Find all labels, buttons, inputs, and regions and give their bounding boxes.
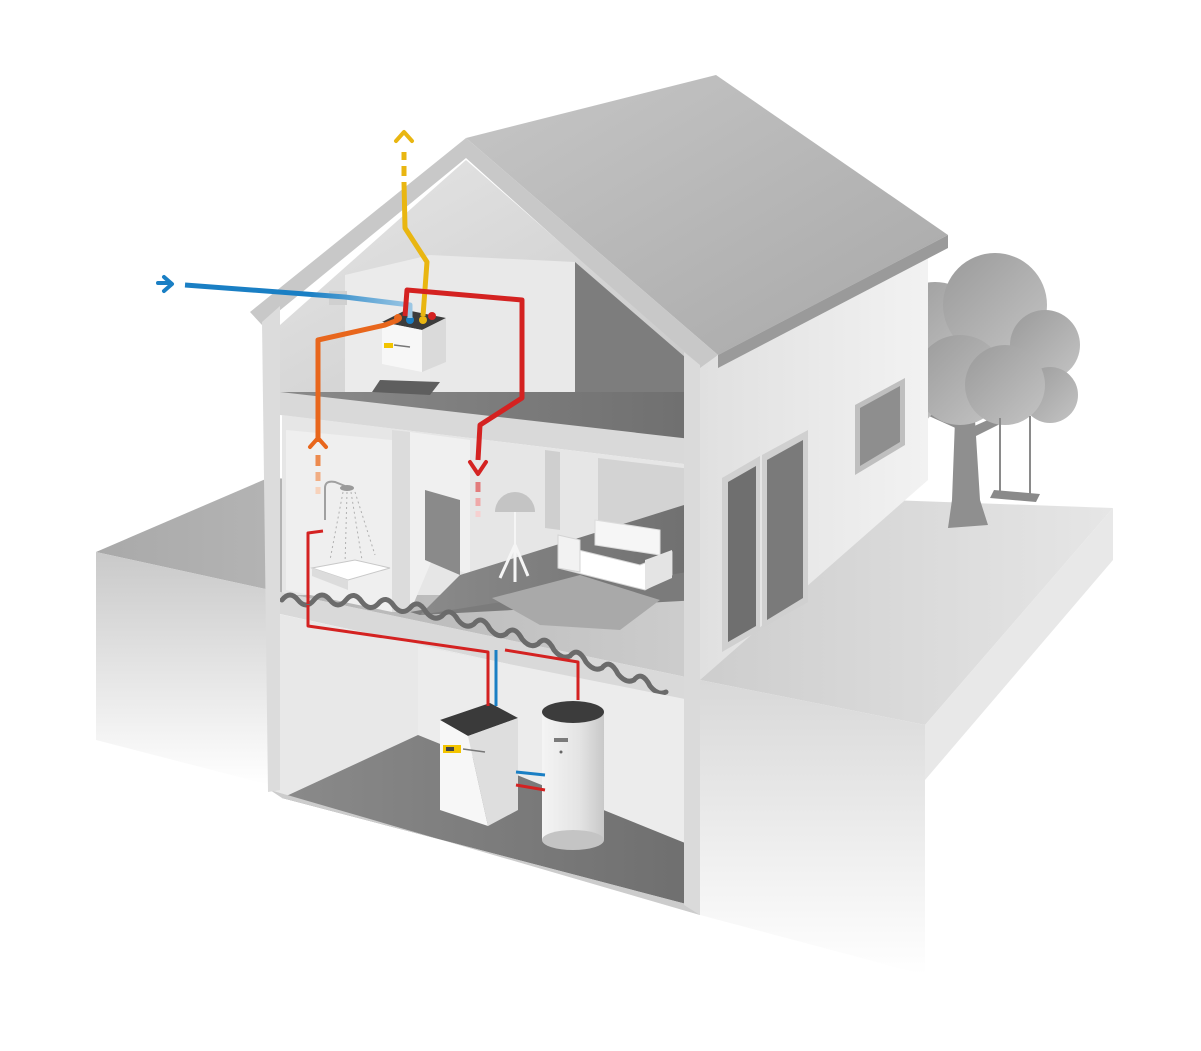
arrow-right-icon	[156, 275, 174, 293]
arrow-up-icon	[394, 130, 414, 143]
ventilation-unit-icon	[382, 310, 446, 372]
house-side-wall	[700, 240, 928, 680]
arrow-up-icon	[308, 436, 328, 449]
heat-pump-icon	[440, 703, 518, 826]
sofa-icon	[557, 519, 673, 591]
underfloor-heating-coil	[279, 592, 669, 696]
heating-pipes	[306, 529, 580, 792]
shower-icon	[310, 480, 391, 590]
ground-floor-slab	[280, 592, 700, 706]
swing-icon	[990, 416, 1040, 502]
exhaust-air-out-flow	[394, 130, 430, 317]
house-cut-walls	[262, 306, 700, 915]
hot-water-tank-icon	[542, 701, 604, 850]
roof	[250, 75, 948, 368]
arrow-down-icon	[468, 460, 488, 476]
outdoor-air-intake-flow	[156, 275, 413, 318]
upper-floor-slab	[280, 392, 700, 466]
supply-air-to-living-flow	[402, 287, 525, 517]
floor-lamp-icon	[495, 492, 535, 582]
extract-air-from-bathroom-flow	[308, 317, 399, 494]
